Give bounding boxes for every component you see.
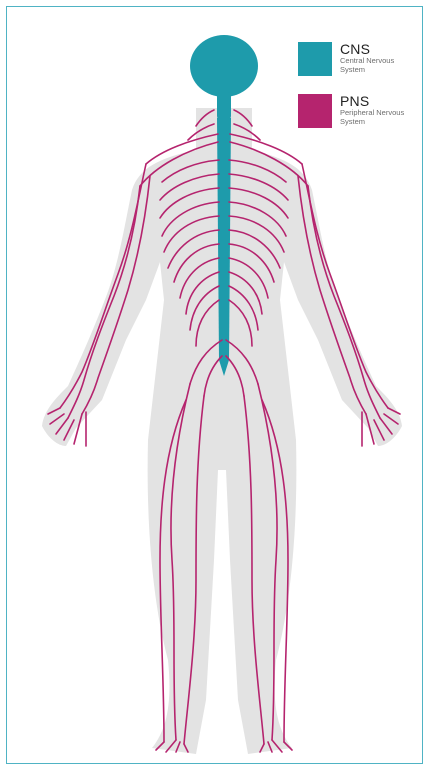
pns-label: PNS [340, 94, 369, 108]
spinal-cord [217, 118, 231, 376]
brain [190, 35, 258, 97]
legend: CNS Central Nervous System PNS Periphera… [298, 42, 420, 146]
pns-swatch [298, 94, 332, 128]
cns-label: CNS [340, 42, 370, 56]
cns-description: Central Nervous System [340, 57, 420, 74]
legend-item-pns: PNS Peripheral Nervous System [298, 94, 420, 134]
cns-swatch [298, 42, 332, 76]
legend-item-cns: CNS Central Nervous System [298, 42, 420, 82]
pns-description: Peripheral Nervous System [340, 109, 420, 126]
brainstem [217, 92, 231, 120]
